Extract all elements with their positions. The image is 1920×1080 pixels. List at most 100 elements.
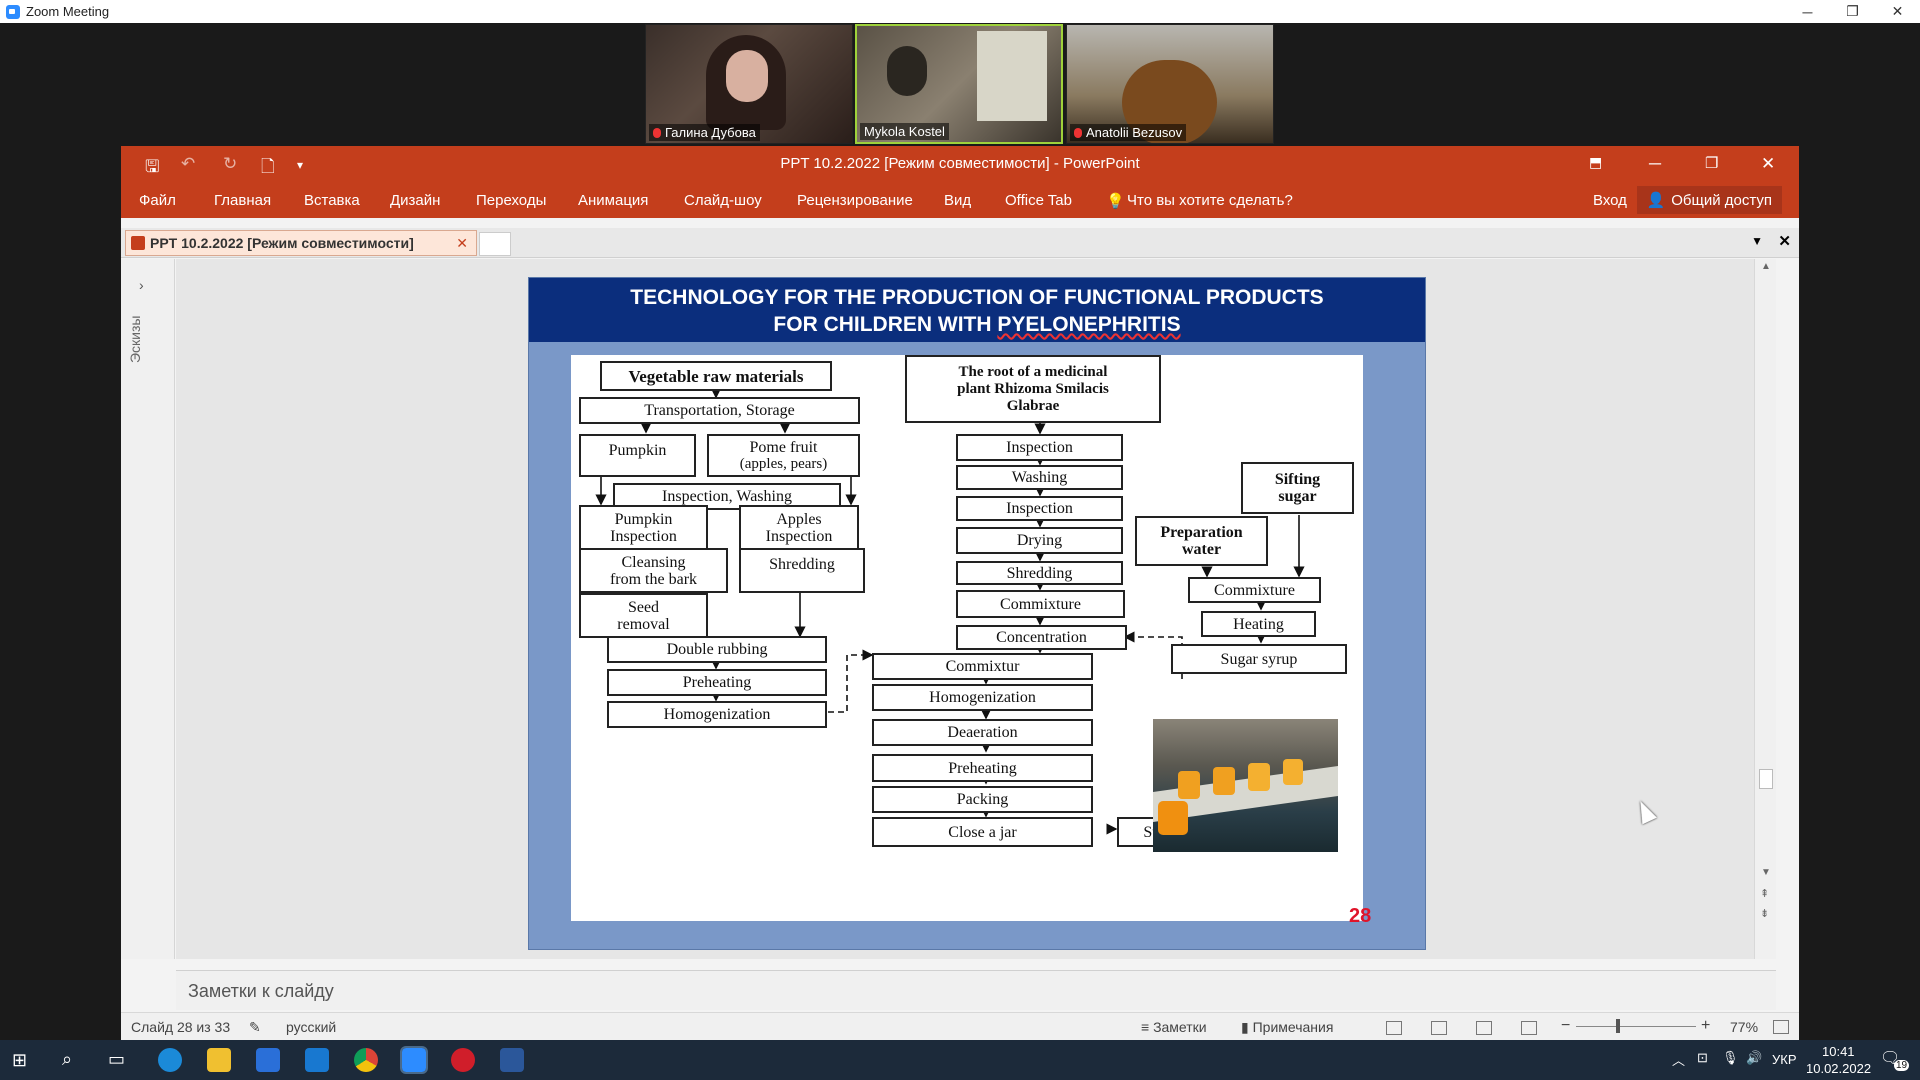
vertical-scrollbar[interactable]: ▲ ▼ ⇞ ⇟ [1754,259,1776,959]
notes-toggle-label: Заметки [1153,1019,1207,1035]
zoom-in-icon[interactable]: + [1701,1017,1711,1034]
ppt-minimize-icon[interactable]: ─ [1649,154,1662,173]
zoom-taskbar-icon[interactable] [400,1046,428,1074]
minimize-icon[interactable]: ─ [1802,3,1813,20]
slide-counter[interactable]: Слайд 28 из 33 [131,1019,231,1035]
slideshow-view-icon[interactable] [1521,1019,1537,1036]
tab-file[interactable]: Файл [139,192,176,209]
tab-home[interactable]: Главная [214,192,272,209]
close-all-tabs-icon[interactable]: ✕ [1778,233,1791,250]
box-concentration: Concentration [956,625,1127,650]
tab-design[interactable]: Дизайн [390,192,441,209]
previous-slide-icon[interactable]: ⇞ [1760,888,1770,900]
ribbon-display-icon[interactable]: ⬒ [1589,154,1603,170]
tab-slideshow[interactable]: Слайд-шоу [684,192,762,209]
jar-production-photo [1153,719,1338,852]
clock-date[interactable]: 10.02.2022 [1806,1061,1872,1076]
share-button[interactable]: 👤Общий доступ [1636,186,1782,214]
zoom-level[interactable]: 77% [1730,1019,1759,1035]
participant-name: Anatolii Bezusov [1086,125,1183,140]
participant-video-tile-active[interactable]: Mykola Kostel [855,24,1063,144]
scroll-up-icon[interactable]: ▲ [1761,261,1771,272]
customize-qat-icon[interactable]: ▾ [297,158,304,172]
save-icon[interactable]: 🖫 [145,157,160,176]
box-pumpkin: Pumpkin [579,434,696,477]
undo-icon[interactable]: ↶ [181,154,196,173]
next-slide-icon[interactable]: ⇟ [1760,908,1770,920]
slide-number: 28 [1349,905,1372,927]
spellcheck-icon[interactable]: ✎ [249,1019,261,1035]
word-icon[interactable] [500,1048,524,1072]
notification-count-badge: 19 [1894,1060,1910,1071]
new-tab-button[interactable] [479,232,511,256]
tell-me-search[interactable]: Что вы хотите сделать? [1127,192,1293,209]
reading-view-icon[interactable] [1476,1019,1492,1036]
tab-transitions[interactable]: Переходы [476,192,547,209]
edge-icon[interactable] [158,1048,182,1072]
close-tab-icon[interactable]: ✕ [456,235,468,251]
box-seed-removal-line2: removal [617,615,670,633]
task-view-icon[interactable]: ▭ [108,1049,126,1069]
normal-view-icon[interactable] [1386,1019,1402,1036]
share-label: Общий доступ [1671,191,1772,209]
windows-start-icon[interactable]: ⊞ [12,1050,28,1070]
microphone-icon[interactable]: 🎙 [1722,1050,1739,1065]
document-tab[interactable]: PPT 10.2.2022 [Режим совместимости] ✕ [125,230,477,256]
input-language[interactable]: УКР [1772,1052,1797,1067]
ppt-title-bar: 🖫 ↶ ↻ 🗋 ▾ PPT 10.2.2022 [Режим совместим… [121,146,1799,182]
chrome-icon[interactable] [354,1048,378,1072]
zoom-title-bar: Zoom Meeting ─ ❐ ✕ [0,0,1920,23]
box-sifting-line1: Sifting [1274,471,1321,488]
mail-icon[interactable] [305,1048,329,1072]
close-icon[interactable]: ✕ [1891,3,1904,19]
tab-office-tab[interactable]: Office Tab [1005,192,1072,209]
notes-pane[interactable]: Заметки к слайду [176,970,1776,1010]
redo-icon[interactable]: ↻ [223,154,238,173]
show-hidden-icons[interactable]: ︿ [1672,1053,1686,1068]
zoom-out-icon[interactable]: − [1561,1017,1571,1034]
zoom-slider-thumb[interactable] [1616,1019,1620,1033]
participant-video-tile[interactable]: Галина Дубова [645,24,853,144]
comments-button[interactable]: ▮ Примечания [1241,1019,1333,1036]
participant-video-tile[interactable]: Anatolii Bezusov [1066,24,1274,144]
slide-sorter-icon[interactable] [1431,1019,1447,1036]
tab-review[interactable]: Рецензирование [797,192,913,209]
box-prep-line2: water [1181,541,1222,558]
status-bar: Слайд 28 из 33 ✎ русский ≡ Заметки ▮ При… [121,1012,1799,1040]
new-file-icon[interactable]: 🗋 [261,157,275,176]
ribbon-tabs: Файл Главная Вставка Дизайн Переходы Ани… [121,182,1799,218]
tab-animations[interactable]: Анимация [578,192,649,209]
store-icon[interactable] [256,1048,280,1072]
expand-thumbnails-icon[interactable]: › [139,277,144,293]
opera-icon[interactable] [451,1048,475,1072]
tab-view[interactable]: Вид [944,192,972,209]
restore-icon[interactable]: ❐ [1846,3,1859,19]
scrollbar-thumb[interactable] [1759,769,1773,789]
box-shredding-apples: Shredding [739,548,865,593]
thumbnails-label[interactable]: Эскизы [127,315,143,364]
ppt-close-icon[interactable]: ✕ [1761,154,1776,173]
box-root-line1: The root of a medicinal [958,363,1108,380]
process-flowchart: Vegetable raw materials Transportation, … [571,355,1363,921]
fit-slide-icon[interactable] [1773,1018,1789,1035]
tab-insert[interactable]: Вставка [304,192,360,209]
scroll-down-icon[interactable]: ▼ [1761,867,1771,878]
zoom-slider[interactable] [1576,1026,1696,1027]
box-pome-fruit: Pome fruit(apples, pears) [707,434,860,477]
participant-name: Mykola Kostel [864,124,945,139]
muted-mic-icon [1074,127,1082,138]
file-explorer-icon[interactable] [207,1048,231,1072]
signin-link[interactable]: Вход [1593,192,1627,209]
network-icon[interactable]: ⊡ [1697,1050,1708,1065]
clock-time[interactable]: 10:41 [1822,1044,1855,1059]
tab-list-dropdown-icon[interactable]: ▼ [1751,234,1763,248]
language-indicator[interactable]: русский [286,1019,337,1035]
ppt-restore-icon[interactable]: ❐ [1705,155,1719,172]
notes-toggle-button[interactable]: ≡ Заметки [1141,1019,1207,1035]
volume-icon[interactable]: 🔊 [1746,1050,1763,1065]
slide-canvas[interactable]: TECHNOLOGY FOR THE PRODUCTION OF FUNCTIO… [528,277,1426,950]
search-icon[interactable]: ⌕ [62,1049,73,1069]
